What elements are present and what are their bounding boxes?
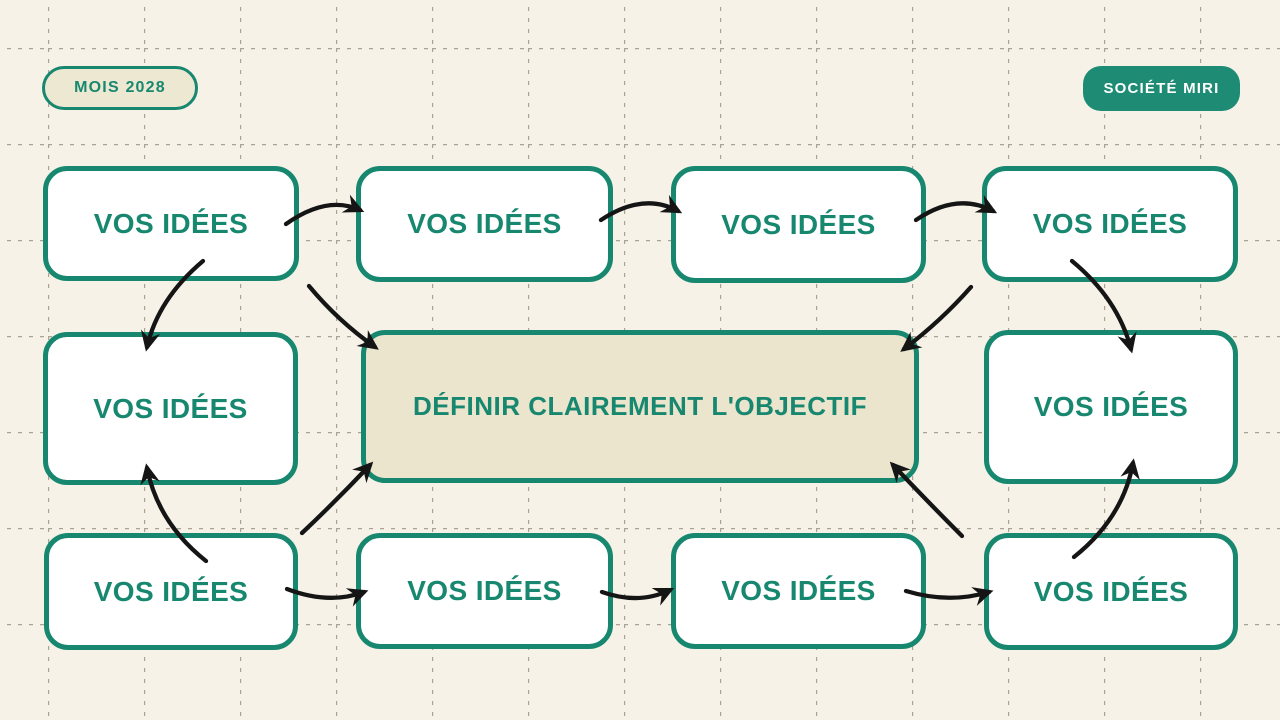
idea-node-label: VOS IDÉES: [407, 208, 562, 239]
company-badge-label: SOCIÉTÉ MIRI: [1103, 80, 1220, 97]
idea-node-top-3[interactable]: VOS IDÉES: [671, 166, 926, 283]
objective-node[interactable]: DÉFINIR CLAIREMENT L'OBJECTIF: [361, 330, 919, 483]
company-badge[interactable]: SOCIÉTÉ MIRI: [1083, 66, 1240, 111]
idea-node-label: VOS IDÉES: [721, 208, 876, 240]
idea-node-bottom-3[interactable]: VOS IDÉES: [671, 533, 926, 649]
idea-node-middle-right[interactable]: VOS IDÉES: [984, 330, 1238, 484]
objective-node-label: DÉFINIR CLAIREMENT L'OBJECTIF: [412, 391, 867, 421]
idea-node-label: VOS IDÉES: [1032, 208, 1188, 239]
date-badge-label: MOIS 2028: [74, 79, 166, 96]
idea-node-label: VOS IDÉES: [93, 207, 249, 239]
idea-node-top-1[interactable]: VOS IDÉES: [43, 166, 299, 281]
idea-node-bottom-1[interactable]: VOS IDÉES: [44, 533, 298, 650]
idea-node-label: VOS IDÉES: [1033, 391, 1189, 422]
idea-node-bottom-4[interactable]: VOS IDÉES: [984, 533, 1238, 650]
arrow-into-center-bottomleft: [299, 461, 374, 536]
idea-node-label: VOS IDÉES: [93, 575, 249, 607]
date-badge[interactable]: MOIS 2028: [42, 66, 198, 110]
idea-node-top-2[interactable]: VOS IDÉES: [356, 166, 613, 282]
idea-node-label: VOS IDÉES: [93, 392, 248, 424]
idea-node-label: VOS IDÉES: [1033, 575, 1189, 607]
idea-node-bottom-2[interactable]: VOS IDÉES: [356, 533, 613, 649]
arrow-bot1-to-bot2: [284, 586, 369, 607]
idea-node-top-4[interactable]: VOS IDÉES: [982, 166, 1238, 282]
idea-node-label: VOS IDÉES: [407, 575, 562, 606]
idea-node-label: VOS IDÉES: [721, 575, 876, 606]
arrow-into-center-topleft: [306, 283, 379, 350]
idea-node-middle-left[interactable]: VOS IDÉES: [43, 332, 298, 485]
